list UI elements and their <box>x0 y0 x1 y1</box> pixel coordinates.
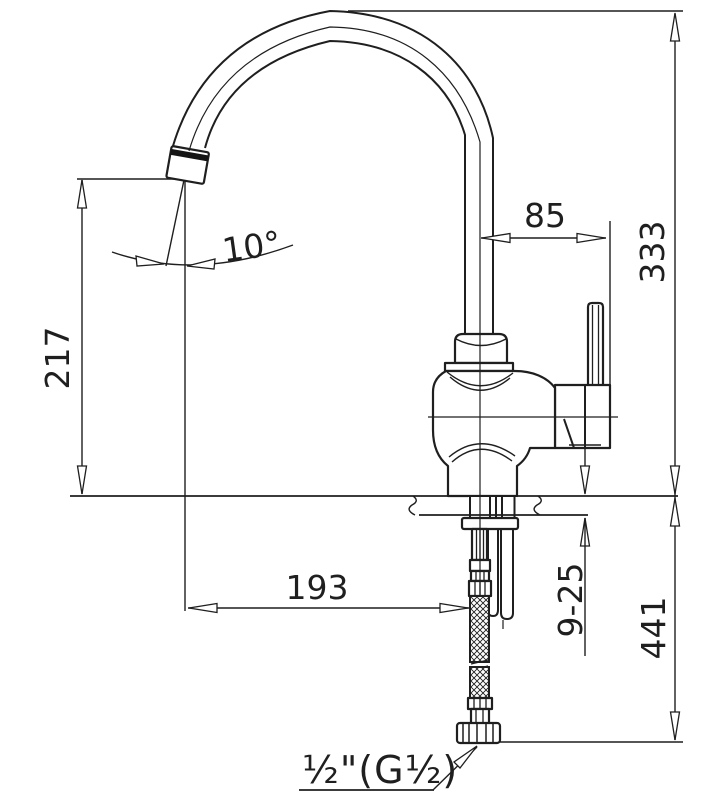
dimension-horizontal-reach: 193 <box>188 568 469 614</box>
dimension-spout-to-handle: 85 <box>481 196 606 244</box>
dimension-label-9-25: 9-25 <box>551 563 590 638</box>
dimension-label-441: 441 <box>634 597 673 660</box>
handle-lever <box>586 301 605 390</box>
spout-angle-annotation <box>111 179 294 270</box>
dimension-right-stack: 333 441 <box>633 12 681 741</box>
break-symbol-right <box>533 495 542 516</box>
supply-tubes <box>487 528 514 629</box>
dimension-label-217: 217 <box>38 327 77 390</box>
aerator <box>165 145 210 185</box>
mounting-flange <box>460 516 520 531</box>
spout-gooseneck <box>170 9 494 333</box>
countertop <box>70 495 678 516</box>
break-symbol-left <box>408 495 417 516</box>
braided-hose-upper <box>469 595 490 663</box>
extension-lines <box>77 10 683 743</box>
hose-end-nut <box>455 721 502 745</box>
thread-spec-callout: ½"(G½) <box>299 745 478 792</box>
dimension-label-193: 193 <box>286 568 349 607</box>
thread-spec-label: ½"(G½) <box>302 748 458 792</box>
faucet-body <box>431 332 557 498</box>
dimension-label-angle: 10° <box>220 223 283 270</box>
dimension-label-85: 85 <box>524 196 566 235</box>
supply-hose <box>455 516 520 745</box>
center-lines <box>188 26 618 597</box>
dimension-spout-height: 217 <box>38 179 88 495</box>
dimension-deck-thickness: 9-25 <box>551 431 601 656</box>
braided-hose-lower <box>469 666 490 699</box>
dimension-label-333: 333 <box>633 221 672 284</box>
